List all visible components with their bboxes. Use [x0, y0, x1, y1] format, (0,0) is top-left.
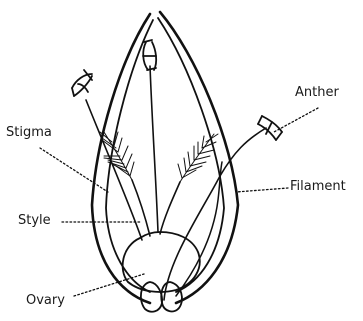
label-anther: Anther — [295, 86, 339, 99]
anther-right — [258, 116, 282, 140]
leader-filament — [236, 188, 288, 192]
label-style: Style — [18, 214, 51, 227]
label-filament: Filament — [290, 180, 346, 193]
label-ovary: Ovary — [26, 294, 65, 307]
leader-anther — [274, 108, 318, 132]
style-right — [160, 182, 180, 234]
stigma-left — [100, 132, 134, 180]
filament-center — [150, 66, 158, 232]
ovary — [123, 232, 200, 292]
outer-bract-left — [92, 14, 150, 303]
style-left — [132, 180, 150, 236]
lodicule-left — [141, 282, 162, 312]
label-stigma: Stigma — [6, 126, 52, 139]
anther-left — [72, 70, 92, 96]
filament-left — [86, 100, 142, 240]
